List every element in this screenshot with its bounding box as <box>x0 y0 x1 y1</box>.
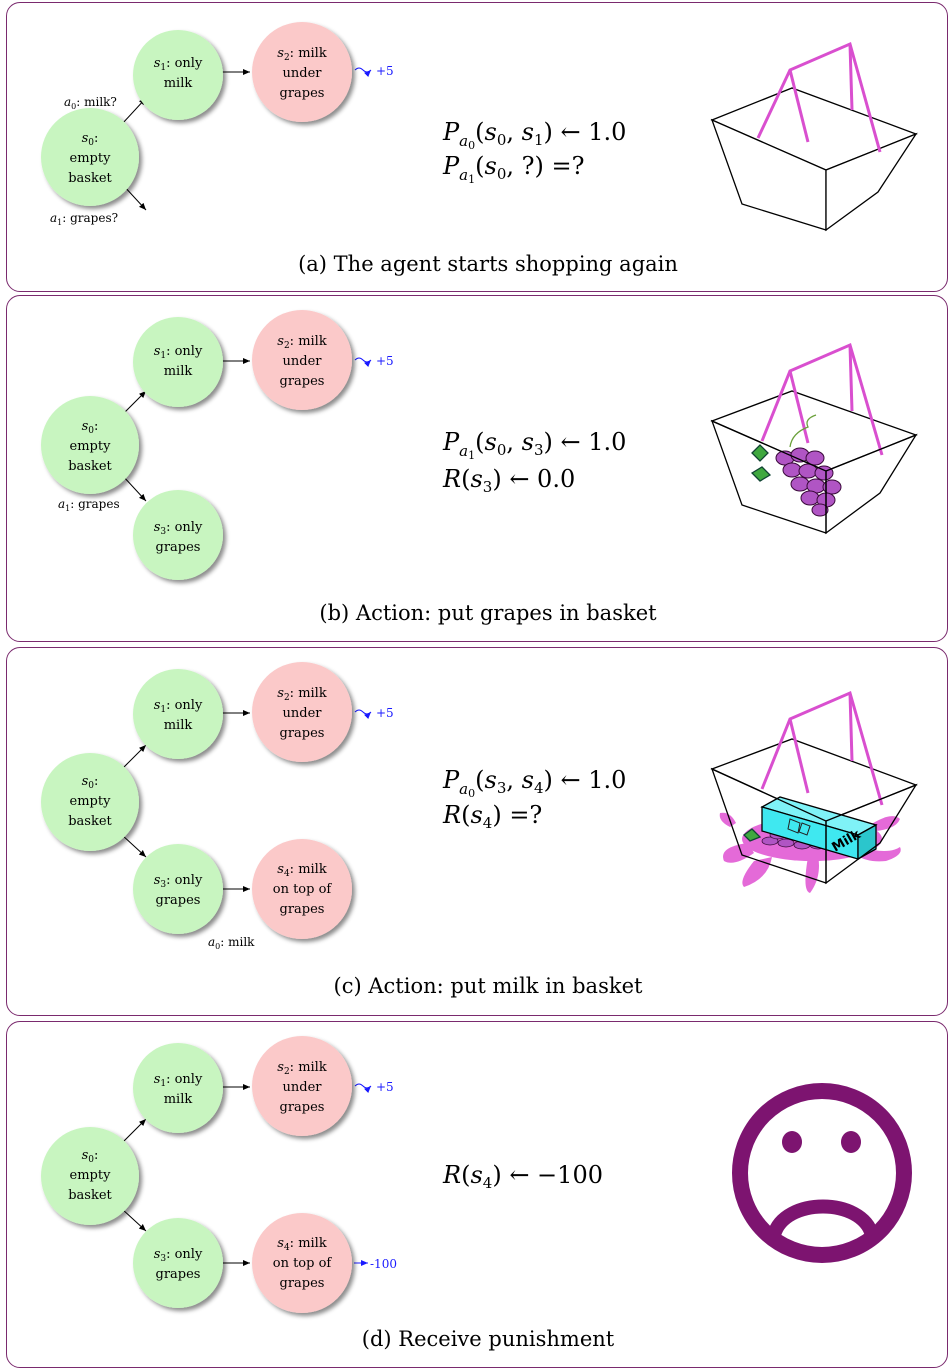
svg-text:grapes: grapes <box>156 540 201 555</box>
svg-text:milk: milk <box>164 364 193 379</box>
svg-text:under: under <box>283 354 323 369</box>
svg-text:Pa1(s0, s3) ← 1.0: Pa1(s0, s3) ← 1.0 <box>442 428 626 462</box>
node-s0: s0: empty basket <box>41 396 139 494</box>
reward-s2: +5 <box>376 64 394 78</box>
svg-text:grapes: grapes <box>280 726 325 741</box>
edge-label-a0: a0: milk? <box>64 95 117 111</box>
node-s1: s1: only milk <box>133 317 223 407</box>
svg-text:s2: milk: s2: milk <box>277 46 327 63</box>
svg-text:empty: empty <box>70 439 112 454</box>
node-s0: s0: empty basket <box>41 108 139 206</box>
svg-text:s4: milk: s4: milk <box>277 1236 327 1253</box>
svg-text:milk: milk <box>164 76 193 91</box>
basket-milk-crushed-grapes-image: Milk <box>710 690 918 893</box>
svg-text:s2: milk: s2: milk <box>277 334 327 351</box>
svg-text:s3: only: s3: only <box>154 873 203 890</box>
equations: Pa1(s0, s3) ← 1.0 R(s3) ← 0.0 <box>442 428 626 496</box>
svg-text:grapes: grapes <box>280 374 325 389</box>
svg-text:empty: empty <box>70 1168 112 1183</box>
svg-text:s4: milk: s4: milk <box>277 862 327 879</box>
node-s3: s3: only grapes <box>133 844 223 934</box>
reward-s2: +5 <box>376 354 394 368</box>
svg-text:milk: milk <box>164 1092 193 1107</box>
node-s0: s0: empty basket <box>41 753 139 851</box>
equations: R(s4) ← −100 <box>442 1161 603 1192</box>
svg-text:under: under <box>283 706 323 721</box>
svg-text:Pa1(s0, ?) =?: Pa1(s0, ?) =? <box>442 152 584 186</box>
equations: Pa0(s0, s1) ← 1.0 Pa1(s0, ?) =? <box>442 118 626 186</box>
svg-text:s2: milk: s2: milk <box>277 1060 327 1077</box>
node-s1: s1: only milk <box>133 669 223 759</box>
svg-text:s3: only: s3: only <box>154 520 203 537</box>
panel-a <box>6 2 948 292</box>
reward-s2: +5 <box>376 1080 394 1094</box>
grapes <box>775 447 842 517</box>
svg-text:s1: only: s1: only <box>154 1072 203 1089</box>
svg-text:grapes: grapes <box>280 1100 325 1115</box>
edge-label-a1: a1: grapes <box>58 497 120 513</box>
svg-text:s2: milk: s2: milk <box>277 686 327 703</box>
svg-text:s0:: s0: <box>82 774 99 791</box>
node-s4: s4: milk on top of grapes <box>252 839 352 939</box>
node-s2: s2: milk under grapes <box>252 22 352 122</box>
svg-text:grapes: grapes <box>280 1276 325 1291</box>
svg-text:Pa0(s3, s4) ← 1.0: Pa0(s3, s4) ← 1.0 <box>442 766 626 800</box>
svg-text:s1: only: s1: only <box>154 344 203 361</box>
svg-text:basket: basket <box>68 171 112 186</box>
svg-text:R(s4) ← −100: R(s4) ← −100 <box>442 1161 603 1192</box>
reward-s2: +5 <box>376 706 394 720</box>
svg-text:R(s3) ← 0.0: R(s3) ← 0.0 <box>442 465 575 496</box>
panel-c <box>6 647 948 1016</box>
panel-b-graph: s0: empty basket s1: only milk s2: milk … <box>41 310 918 625</box>
svg-text:R(s4) =?: R(s4) =? <box>442 801 542 832</box>
svg-text:under: under <box>283 66 323 81</box>
svg-text:milk: milk <box>164 718 193 733</box>
node-s3: s3: only grapes <box>133 1218 223 1308</box>
svg-text:grapes: grapes <box>280 86 325 101</box>
svg-text:basket: basket <box>68 459 112 474</box>
svg-text:Pa0(s0, s1) ← 1.0: Pa0(s0, s1) ← 1.0 <box>442 118 626 152</box>
caption-a: (a) The agent starts shopping again <box>298 252 678 276</box>
reward-s4: -100 <box>370 1257 397 1271</box>
equations: Pa0(s3, s4) ← 1.0 R(s4) =? <box>442 766 626 832</box>
sad-face-image <box>732 1083 912 1263</box>
svg-text:s1: only: s1: only <box>154 56 203 73</box>
svg-text:s0:: s0: <box>82 1148 99 1165</box>
caption-b: (b) Action: put grapes in basket <box>319 601 657 625</box>
svg-text:empty: empty <box>70 151 112 166</box>
svg-text:grapes: grapes <box>156 1267 201 1282</box>
svg-text:grapes: grapes <box>280 902 325 917</box>
node-s0: s0: empty basket <box>41 1127 139 1225</box>
svg-text:s3: only: s3: only <box>154 1247 203 1264</box>
panel-d-graph: s0: empty basket s1: only milk s2: milk … <box>41 1036 912 1351</box>
node-s4: s4: milk on top of grapes <box>252 1213 352 1313</box>
node-s2: s2: milk under grapes <box>252 662 352 762</box>
svg-text:on top of: on top of <box>273 882 333 897</box>
caption-d: (d) Receive punishment <box>362 1327 615 1351</box>
node-s3: s3: only grapes <box>133 490 223 580</box>
svg-text:under: under <box>283 1080 323 1095</box>
edge-label-a0: a0: milk <box>208 935 255 951</box>
caption-c: (c) Action: put milk in basket <box>334 974 643 998</box>
node-s1: s1: only milk <box>133 30 223 120</box>
edge-label-a1: a1: grapes? <box>50 211 118 227</box>
panel-d <box>6 1021 948 1368</box>
panel-b <box>6 295 948 642</box>
milk-carton: Milk <box>760 796 878 861</box>
basket-with-grapes-image <box>710 342 918 535</box>
panel-c-graph: s0: empty basket s1: only milk s2: milk … <box>41 662 918 998</box>
node-s2: s2: milk under grapes <box>252 310 352 410</box>
svg-text:s1: only: s1: only <box>154 698 203 715</box>
svg-text:basket: basket <box>68 1188 112 1203</box>
panel-a-graph: s0: empty basket s1: only milk s2: milk … <box>41 22 918 276</box>
empty-basket-image <box>710 41 918 232</box>
svg-text:s0:: s0: <box>82 131 99 148</box>
svg-text:on top of: on top of <box>273 1256 333 1271</box>
node-s1: s1: only milk <box>133 1043 223 1133</box>
svg-text:empty: empty <box>70 794 112 809</box>
svg-text:s0:: s0: <box>82 419 99 436</box>
svg-text:grapes: grapes <box>156 893 201 908</box>
node-s2: s2: milk under grapes <box>252 1036 352 1136</box>
svg-text:basket: basket <box>68 814 112 829</box>
